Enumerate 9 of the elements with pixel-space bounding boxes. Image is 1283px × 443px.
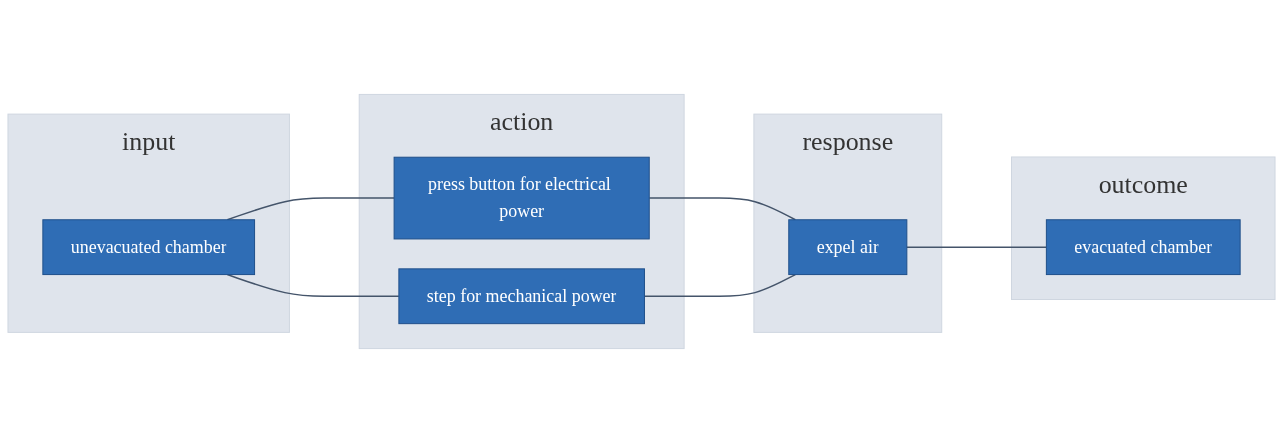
connector [906, 246, 1048, 248]
node-box: step for mechanical power [398, 268, 645, 325]
node-box: evacuated chamber [1045, 219, 1241, 276]
node-box: unevacuated chamber [42, 219, 256, 276]
node-box: press button for electrical power [393, 156, 650, 240]
connector [643, 273, 797, 297]
connector [648, 197, 797, 221]
node-box: expel air [788, 219, 908, 276]
connector [226, 273, 400, 297]
